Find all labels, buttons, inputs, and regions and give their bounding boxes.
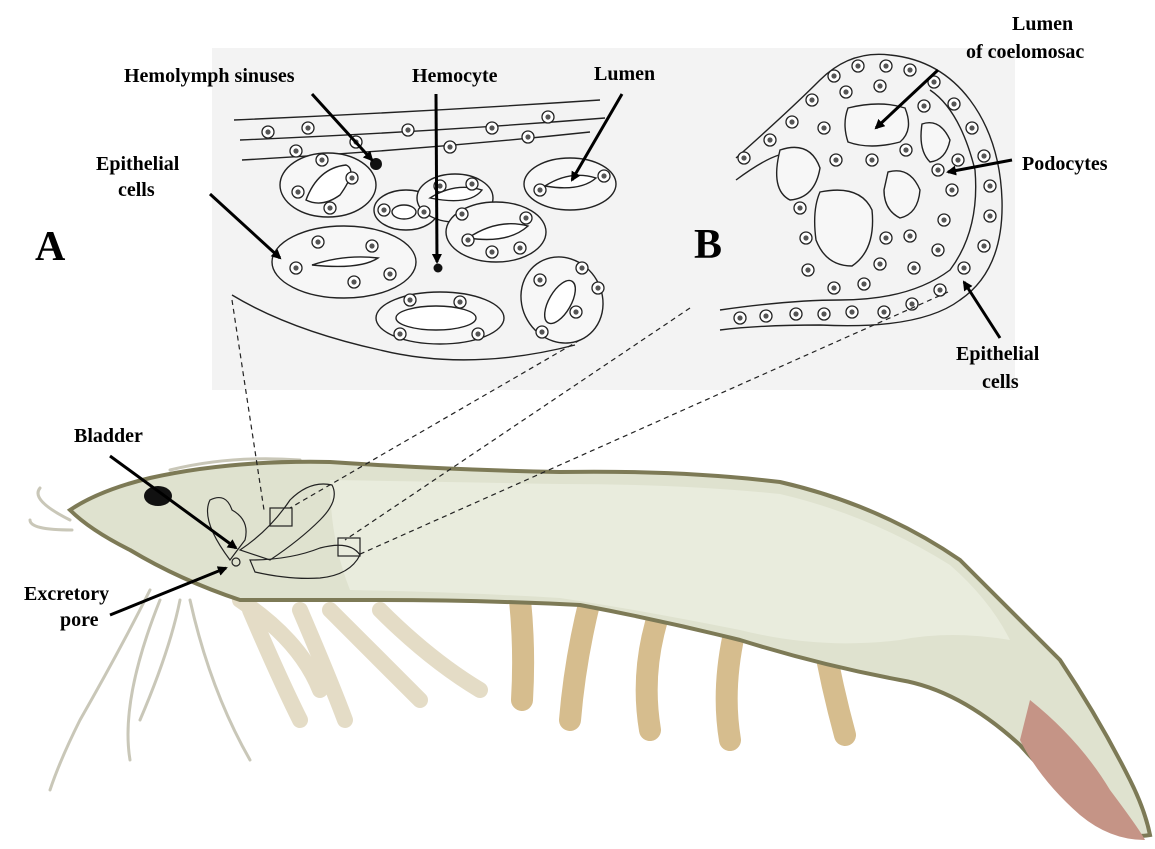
label-lumen-b-1: Lumen bbox=[1012, 13, 1073, 35]
label-excretory-2: pore bbox=[60, 609, 99, 631]
label-lumen-a: Lumen bbox=[594, 63, 655, 85]
label-epithelial-a-2: cells bbox=[118, 179, 155, 201]
label-podocytes: Podocytes bbox=[1022, 153, 1108, 175]
label-hemocyte: Hemocyte bbox=[412, 65, 498, 87]
label-hemolymph-sinuses: Hemolymph sinuses bbox=[124, 65, 295, 87]
label-excretory-1: Excretory bbox=[24, 583, 109, 605]
label-epithelial-b-2: cells bbox=[982, 371, 1019, 393]
eye-icon bbox=[144, 486, 172, 506]
label-epithelial-b-1: Epithelial bbox=[956, 343, 1040, 365]
histology-panel bbox=[212, 48, 1015, 390]
label-epithelial-a-1: Epithelial bbox=[96, 153, 180, 175]
shrimp-illustration bbox=[30, 459, 1150, 840]
label-lumen-b-2: of coelomosac bbox=[966, 41, 1084, 63]
panel-a-letter: A bbox=[35, 224, 66, 270]
panel-b-letter: B bbox=[694, 222, 722, 268]
label-bladder: Bladder bbox=[74, 425, 143, 447]
